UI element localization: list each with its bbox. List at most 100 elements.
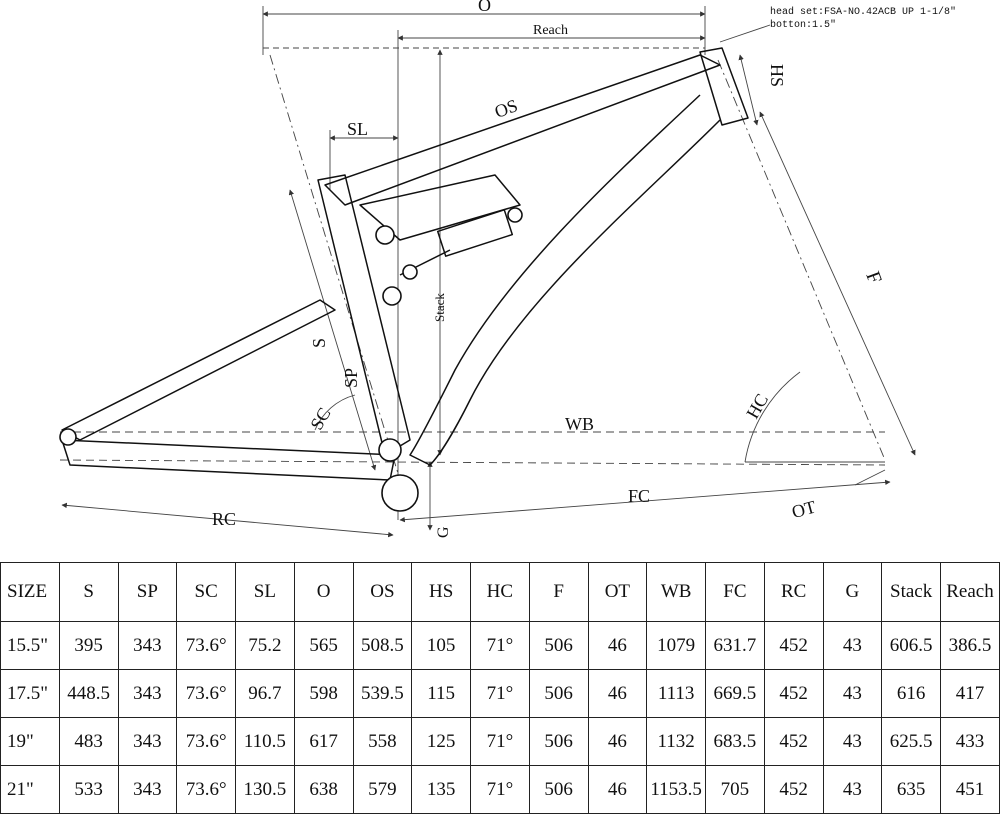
table-cell: 75.2 — [235, 621, 295, 670]
table-cell: 539.5 — [352, 669, 413, 718]
col-header: FC — [705, 562, 765, 622]
table-cell: 1153.5 — [646, 765, 706, 814]
label-rc: RC — [212, 509, 236, 529]
table-cell: 343 — [117, 669, 178, 718]
table-cell: 96.7 — [235, 669, 295, 718]
table-cell: 43 — [822, 765, 883, 814]
table-cell: 343 — [117, 621, 178, 670]
label-fc: FC — [628, 486, 650, 506]
table-row: 15.5" 395 343 73.6° 75.2 565 508.5 105 7… — [0, 621, 1000, 670]
label-sp: SP — [341, 368, 361, 388]
geometry-table: SIZE S SP SC SL O OS HS HC F OT WB FC RC… — [0, 562, 1000, 814]
table-cell: 483 — [58, 717, 119, 766]
table-cell: 448.5 — [58, 669, 119, 718]
col-header: Stack — [881, 562, 941, 622]
table-cell: 71° — [470, 765, 530, 814]
table-cell: 558 — [352, 717, 413, 766]
table-cell: 43 — [822, 669, 883, 718]
size-cell: 15.5" — [0, 621, 60, 670]
table-cell: 598 — [293, 669, 354, 718]
table-cell: 1113 — [646, 669, 706, 718]
frame-outline — [61, 47, 749, 481]
label-s: S — [309, 338, 329, 348]
size-cell: 21" — [0, 765, 60, 814]
col-header: WB — [646, 562, 706, 622]
table-row: 21" 533 343 73.6° 130.5 638 579 135 71° … — [0, 765, 1000, 814]
table-cell: 625.5 — [881, 717, 941, 766]
table-cell: 46 — [587, 669, 648, 718]
table-cell: 635 — [881, 765, 941, 814]
table-cell: 606.5 — [881, 621, 941, 670]
col-header: SIZE — [0, 562, 60, 622]
col-header: O — [293, 562, 354, 622]
label-sl: SL — [347, 119, 368, 139]
table-cell: 669.5 — [705, 669, 765, 718]
table-cell: 110.5 — [235, 717, 295, 766]
table-cell: 46 — [587, 717, 648, 766]
col-header: SC — [176, 562, 236, 622]
table-cell: 451 — [940, 765, 1000, 814]
table-cell: 46 — [587, 621, 648, 670]
table-cell: 508.5 — [352, 621, 413, 670]
label-hc: HC — [742, 390, 772, 422]
table-cell: 631.7 — [705, 621, 765, 670]
label-f: F — [861, 269, 885, 287]
headset-note-line2: botton:1.5" — [770, 19, 836, 31]
table-cell: 73.6° — [176, 717, 236, 766]
table-row: 17.5" 448.5 343 73.6° 96.7 598 539.5 115… — [0, 669, 1000, 718]
table-cell: 506 — [528, 621, 589, 670]
col-header: HC — [470, 562, 530, 622]
table-cell: 43 — [822, 717, 883, 766]
label-hs: HS — [767, 64, 787, 87]
label-os: OS — [492, 95, 520, 122]
table-cell: 46 — [587, 765, 648, 814]
headset-note-line1: head set:FSA-NO.42ACB UP 1-1/8" — [770, 6, 956, 18]
col-header: OS — [352, 562, 413, 622]
table-cell: 73.6° — [176, 669, 236, 718]
table-cell: 452 — [763, 669, 824, 718]
table-cell: 73.6° — [176, 621, 236, 670]
table-cell: 115 — [411, 669, 471, 718]
table-cell: 386.5 — [940, 621, 1000, 670]
table-cell: 638 — [293, 765, 354, 814]
table-cell: 452 — [763, 717, 824, 766]
table-cell: 433 — [940, 717, 1000, 766]
size-cell: 17.5" — [0, 669, 60, 718]
table-cell: 683.5 — [705, 717, 765, 766]
table-cell: 395 — [58, 621, 119, 670]
table-cell: 1079 — [646, 621, 706, 670]
table-cell: 533 — [58, 765, 119, 814]
table-cell: 71° — [470, 669, 530, 718]
table-cell: 452 — [763, 765, 824, 814]
table-row: 19" 483 343 73.6° 110.5 617 558 125 71° … — [0, 717, 1000, 766]
col-header: SP — [117, 562, 178, 622]
table-cell: 452 — [763, 621, 824, 670]
table-cell: 71° — [470, 621, 530, 670]
table-cell: 43 — [822, 621, 883, 670]
table-cell: 565 — [293, 621, 354, 670]
table-cell: 105 — [411, 621, 471, 670]
table-cell: 506 — [528, 765, 589, 814]
label-reach: Reach — [533, 23, 568, 38]
label-o: O — [478, 0, 491, 15]
col-header: Reach — [940, 562, 1000, 622]
table-cell: 616 — [881, 669, 941, 718]
col-header: RC — [763, 562, 824, 622]
label-stack: Stack — [432, 293, 447, 322]
col-header: G — [822, 562, 883, 622]
col-header: F — [528, 562, 589, 622]
table-cell: 135 — [411, 765, 471, 814]
table-cell: 130.5 — [235, 765, 295, 814]
col-header: HS — [411, 562, 471, 622]
table-cell: 125 — [411, 717, 471, 766]
col-header: SL — [235, 562, 295, 622]
pivot-points — [59, 207, 523, 512]
table-header-row: SIZE S SP SC SL O OS HS HC F OT WB FC RC… — [0, 562, 1000, 622]
label-g: G — [435, 526, 452, 538]
col-header: S — [58, 562, 119, 622]
col-header: OT — [587, 562, 648, 622]
table-cell: 343 — [117, 765, 178, 814]
table-cell: 71° — [470, 717, 530, 766]
table-cell: 506 — [528, 717, 589, 766]
size-cell: 19" — [0, 717, 60, 766]
